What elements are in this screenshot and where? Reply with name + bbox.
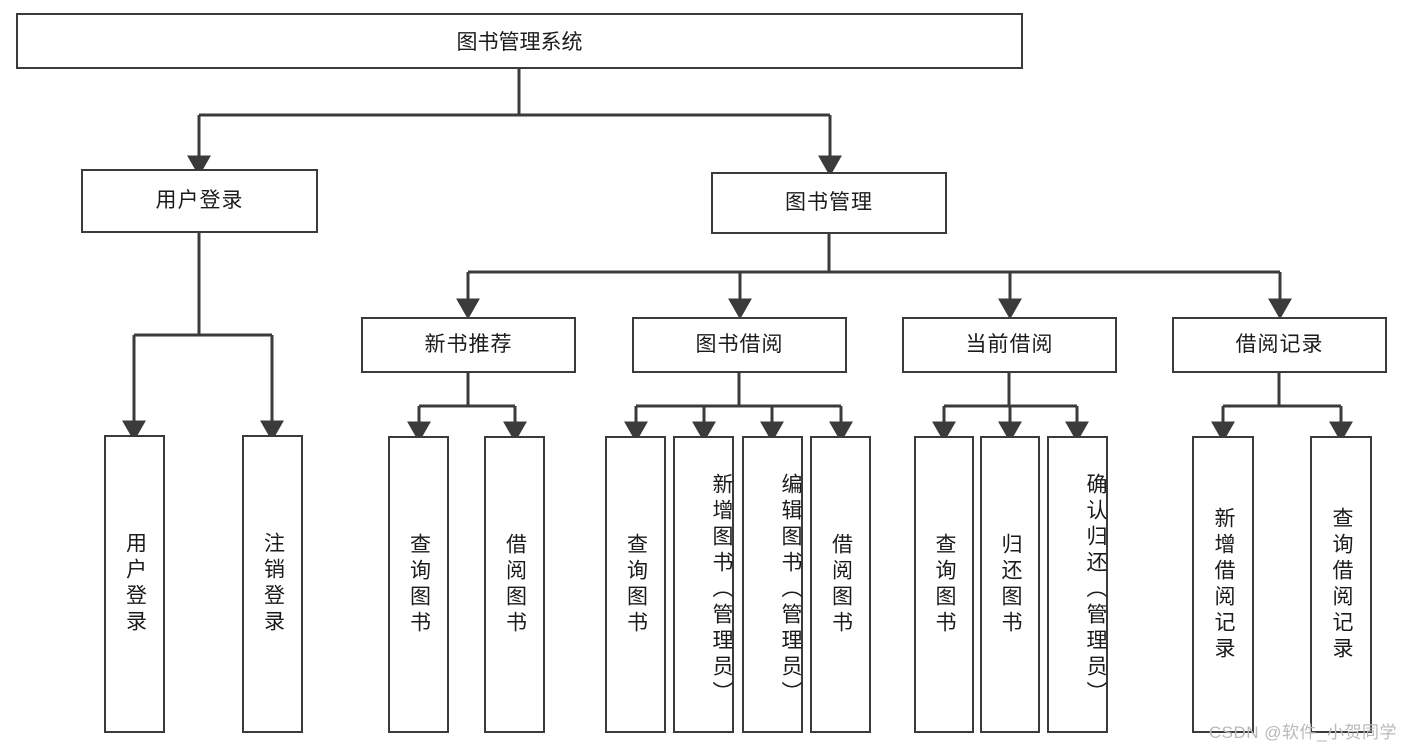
- leaf-query-book-3[interactable]: 查询图书: [914, 436, 974, 733]
- leaf-edit-book[interactable]: 编辑图书（管理员）: [742, 436, 803, 733]
- leaf-query-book-1[interactable]: 查询图书: [388, 436, 449, 733]
- node-book-borrow-label: 图书借阅: [695, 333, 784, 357]
- leaf-user-login[interactable]: 用户登录: [104, 435, 165, 733]
- leaf-add-borrow-record[interactable]: 新增借阅记录: [1192, 436, 1254, 733]
- leaf-borrow-book-2[interactable]: 借阅图书: [810, 436, 871, 733]
- node-new-book-recommend-label: 新书推荐: [424, 333, 513, 357]
- node-root-system[interactable]: 图书管理系统: [16, 13, 1023, 69]
- leaf-logout-login-label: 注销登录: [261, 532, 285, 636]
- leaf-return-book[interactable]: 归还图书: [980, 436, 1040, 733]
- leaf-query-book-1-label: 查询图书: [407, 532, 431, 637]
- leaf-return-book-label: 归还图书: [999, 532, 1023, 637]
- node-user-login[interactable]: 用户登录: [81, 169, 318, 233]
- leaf-query-borrow-record[interactable]: 查询借阅记录: [1310, 436, 1372, 733]
- leaf-edit-book-label: 编辑图书（管理员）: [779, 472, 802, 707]
- node-book-management-label: 图书管理: [785, 191, 873, 215]
- leaf-borrow-book-1[interactable]: 借阅图书: [484, 436, 545, 733]
- leaf-confirm-return-label: 确认归还（管理员）: [1084, 472, 1107, 707]
- node-current-borrow-label: 当前借阅: [965, 333, 1054, 357]
- leaf-query-book-3-label: 查询图书: [933, 532, 957, 637]
- leaf-confirm-return[interactable]: 确认归还（管理员）: [1047, 436, 1108, 733]
- leaf-query-book-2[interactable]: 查询图书: [605, 436, 666, 733]
- node-book-borrow[interactable]: 图书借阅: [632, 317, 847, 373]
- leaf-logout-login[interactable]: 注销登录: [242, 435, 303, 733]
- node-borrow-record-label: 借阅记录: [1235, 333, 1324, 357]
- leaf-add-book[interactable]: 新增图书（管理员）: [673, 436, 734, 733]
- leaf-borrow-book-2-label: 借阅图书: [829, 532, 853, 637]
- node-borrow-record[interactable]: 借阅记录: [1172, 317, 1387, 373]
- leaf-add-borrow-record-label: 新增借阅记录: [1212, 506, 1236, 663]
- node-root-label: 图书管理系统: [456, 31, 583, 54]
- node-user-login-label: 用户登录: [155, 189, 244, 213]
- node-current-borrow[interactable]: 当前借阅: [902, 317, 1117, 373]
- leaf-add-book-label: 新增图书（管理员）: [710, 472, 733, 707]
- csdn-watermark: CSDN @软件_小贺同学: [1208, 723, 1397, 742]
- leaf-query-book-2-label: 查询图书: [624, 532, 648, 637]
- leaf-query-borrow-record-label: 查询借阅记录: [1330, 506, 1354, 663]
- node-new-book-recommend[interactable]: 新书推荐: [361, 317, 576, 373]
- leaf-borrow-book-1-label: 借阅图书: [503, 532, 527, 637]
- node-book-management[interactable]: 图书管理: [711, 172, 947, 234]
- leaf-user-login-label: 用户登录: [123, 532, 147, 636]
